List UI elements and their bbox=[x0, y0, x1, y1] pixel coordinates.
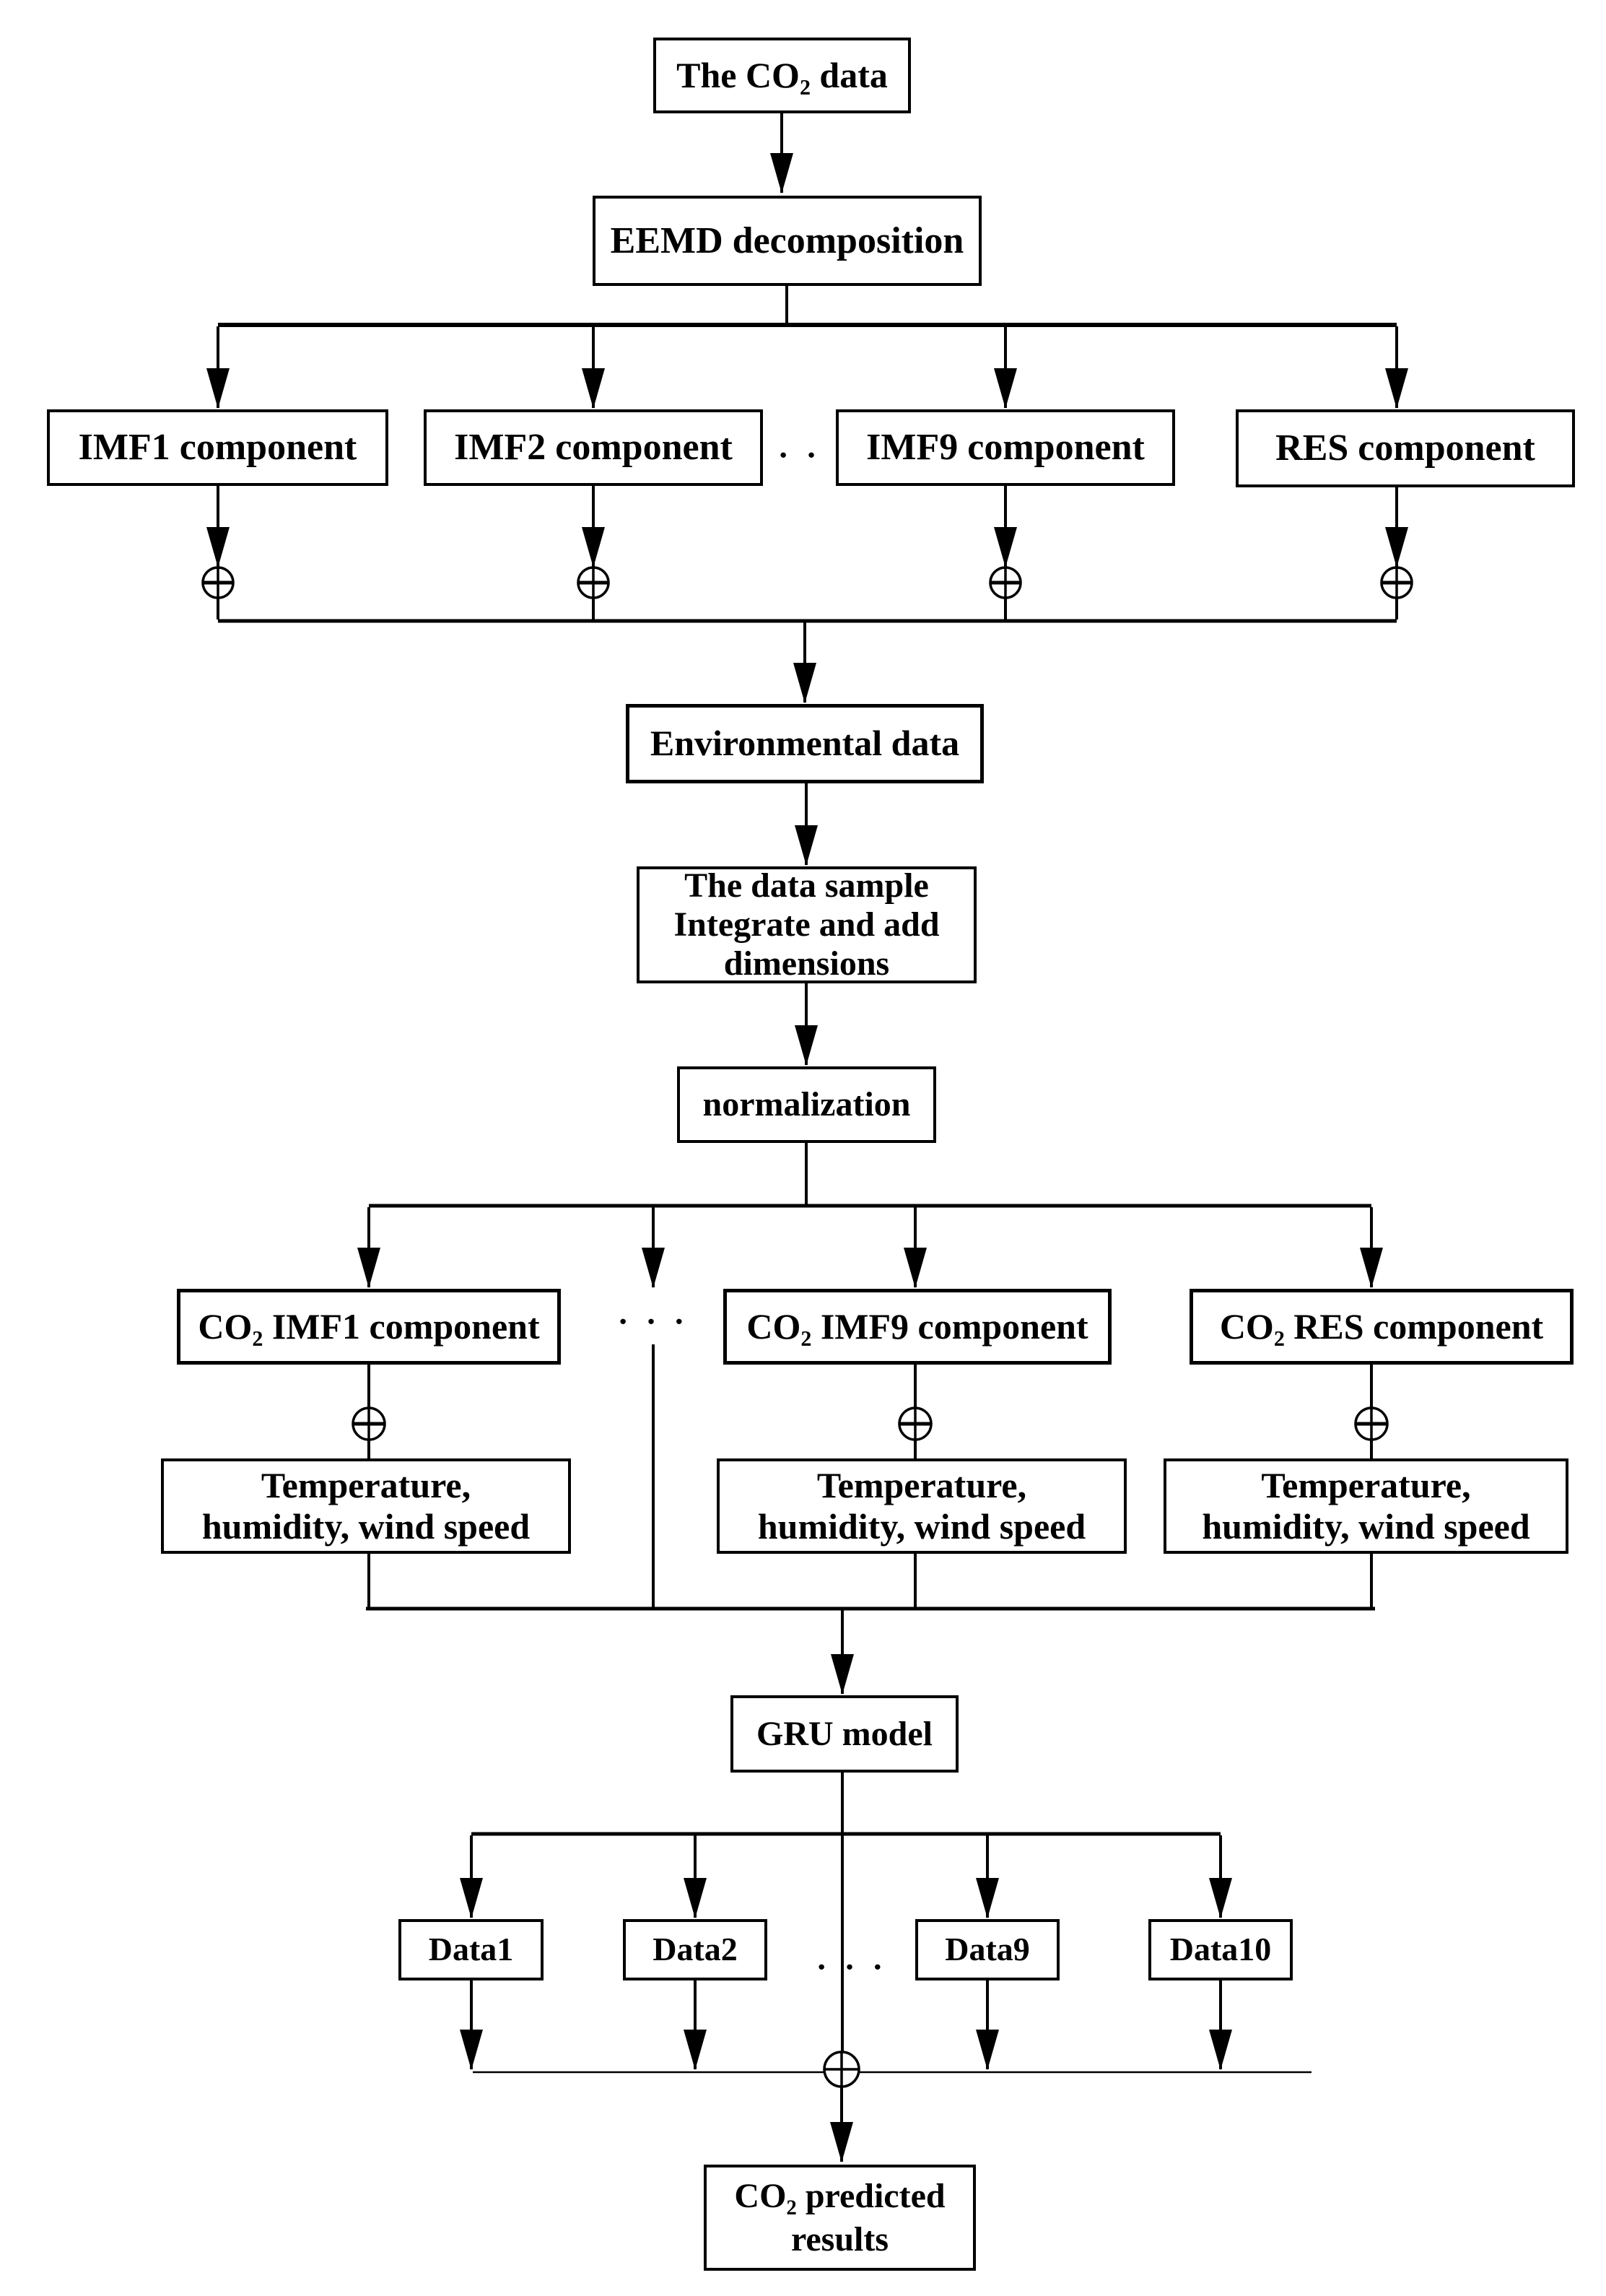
plus-junction-imf9 bbox=[989, 566, 1022, 599]
connector-lines bbox=[206, 113, 1408, 2162]
node-res-component: RES component bbox=[1236, 409, 1575, 487]
node-data1: Data1 bbox=[398, 1919, 544, 1980]
ellipsis-row1: · · · bbox=[777, 436, 850, 474]
node-normalization: normalization bbox=[677, 1066, 936, 1143]
row1-to-junction-arrows bbox=[206, 486, 1408, 568]
node-co2-imf9-component: CO₂ IMF9 component bbox=[723, 1289, 1112, 1365]
node-temperature-humidity-wind-1: Temperature, humidity, wind speed bbox=[161, 1458, 571, 1554]
plus-junction-co2imf1 bbox=[352, 1406, 386, 1441]
node-co2-data: The CO₂ data bbox=[653, 38, 911, 113]
plus-junction-co2res bbox=[1354, 1406, 1389, 1441]
node-environmental-data: Environmental data bbox=[626, 704, 984, 783]
node-data9: Data9 bbox=[915, 1919, 1060, 1980]
branch2-arrows bbox=[357, 1207, 1383, 1288]
plus-junctions bbox=[201, 566, 1413, 2088]
node-temperature-humidity-wind-3: Temperature, humidity, wind speed bbox=[1164, 1458, 1568, 1554]
ellipsis-row2: · · · bbox=[617, 1303, 689, 1340]
node-data10: Data10 bbox=[1148, 1919, 1293, 1980]
plus-junction-output bbox=[823, 2051, 860, 2088]
node-imf9-component: IMF9 component bbox=[836, 409, 1175, 486]
node-imf2-component: IMF2 component bbox=[424, 409, 763, 486]
plus-junction-co2imf9 bbox=[898, 1406, 933, 1441]
node-data-sample-integrate: The data sample Integrate and add dimens… bbox=[637, 866, 977, 983]
node-co2-imf1-component: CO₂ IMF1 component bbox=[177, 1289, 561, 1365]
node-data2: Data2 bbox=[623, 1919, 767, 1980]
row2-junction-links bbox=[367, 1365, 1373, 1458]
ellipsis-row3: · · · bbox=[816, 1948, 888, 1986]
plus-junction-res bbox=[1380, 566, 1413, 599]
branch3-arrows bbox=[460, 1835, 1232, 1918]
node-co2-res-component: CO₂ RES component bbox=[1190, 1289, 1574, 1365]
node-eemd-decomposition: EEMD decomposition bbox=[593, 196, 982, 286]
temp-to-merge2 bbox=[367, 1554, 1373, 1607]
node-temperature-humidity-wind-2: Temperature, humidity, wind speed bbox=[717, 1458, 1127, 1554]
node-co2-predicted-results: CO₂ predicted results bbox=[704, 2165, 976, 2271]
plus-junction-imf2 bbox=[577, 566, 610, 599]
node-gru-model: GRU model bbox=[730, 1695, 959, 1773]
row1-junction-to-merge bbox=[217, 598, 1398, 619]
data-to-merge-arrows bbox=[460, 1980, 1232, 2070]
branch1-arrows bbox=[206, 326, 1408, 409]
plus-junction-imf1 bbox=[201, 566, 235, 599]
node-imf1-component: IMF1 component bbox=[47, 409, 388, 486]
